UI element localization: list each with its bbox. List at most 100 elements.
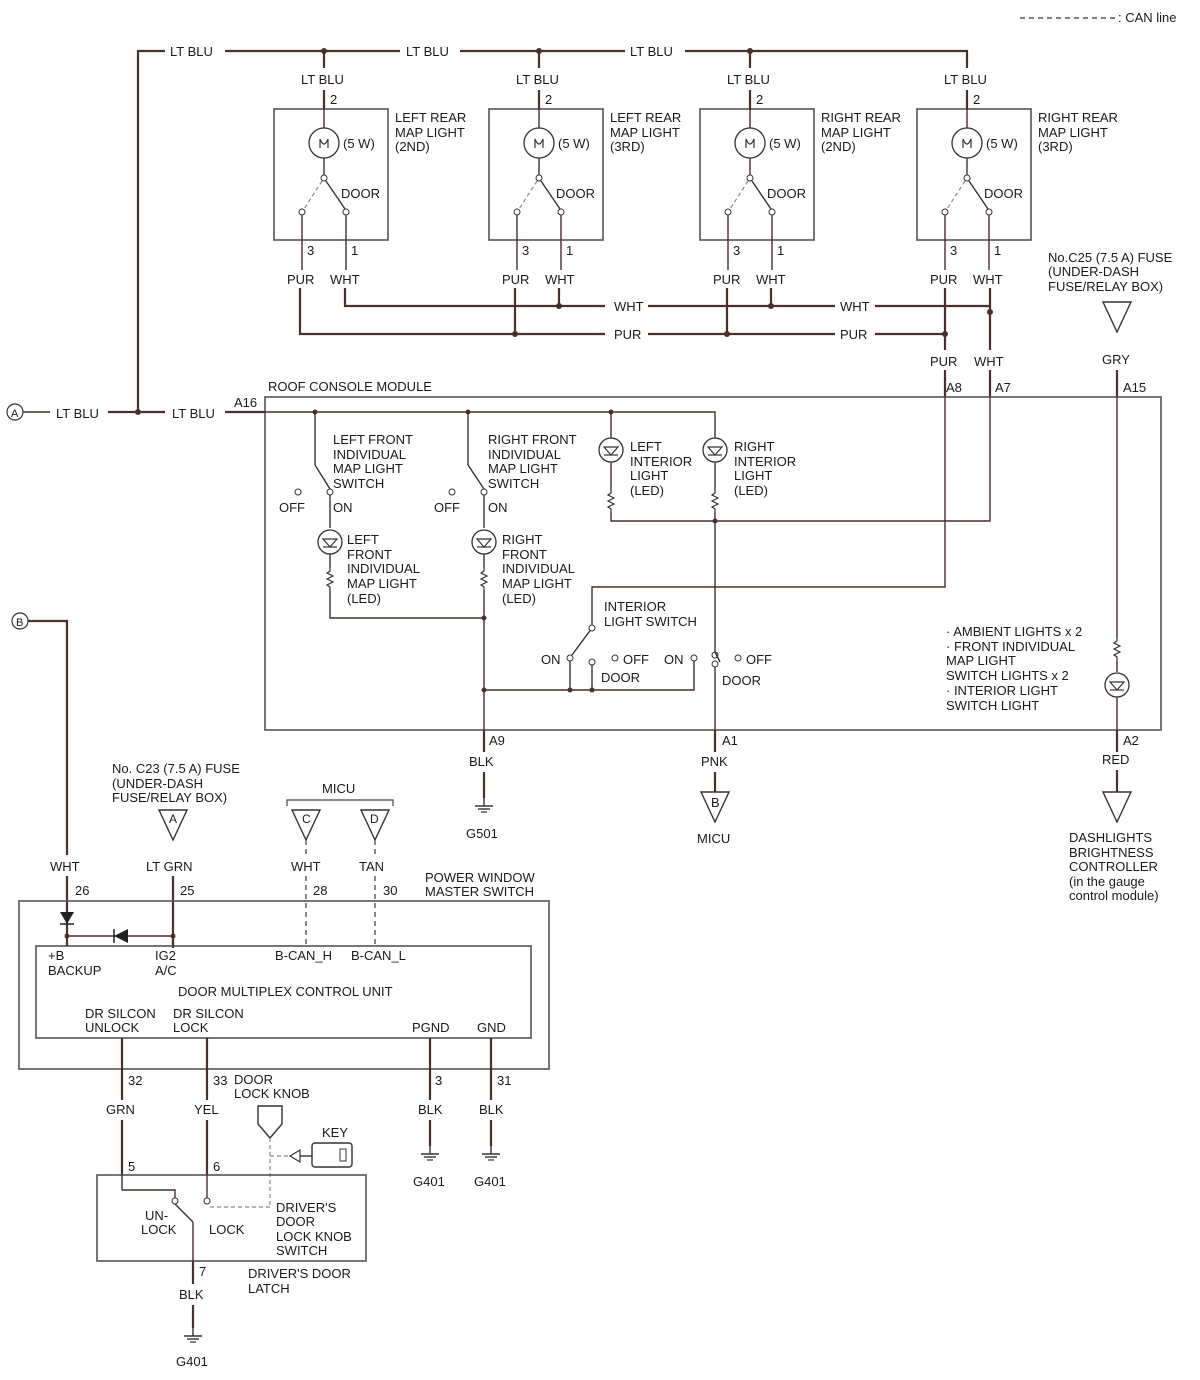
svg-text:MAP LIGHT: MAP LIGHT	[502, 576, 572, 591]
svg-text:G401: G401	[176, 1354, 208, 1369]
svg-text:DOOR: DOOR	[722, 673, 761, 688]
svg-text:2: 2	[756, 92, 763, 107]
svg-text:2: 2	[973, 92, 980, 107]
svg-text:WHT: WHT	[756, 272, 786, 287]
svg-text:DRIVER'S DOOR: DRIVER'S DOOR	[248, 1266, 351, 1281]
svg-text:DOOR: DOOR	[276, 1214, 315, 1229]
svg-text:B-CAN_L: B-CAN_L	[351, 948, 406, 963]
svg-text:(5 W): (5 W)	[986, 136, 1018, 151]
svg-text:LOCK KNOB: LOCK KNOB	[276, 1229, 352, 1244]
svg-text:BRIGHTNESS: BRIGHTNESS	[1069, 845, 1154, 860]
svg-text:LEFT REAR: LEFT REAR	[610, 110, 681, 125]
svg-text:A/C: A/C	[155, 963, 177, 978]
drivers-door-latch: DOOR LOCK KNOB KEY 5 6 UN- LOCK LOCK DRI…	[96, 1072, 367, 1369]
rear-bulb-icon	[951, 127, 983, 159]
svg-text:(LED): (LED)	[734, 483, 768, 498]
svg-text:SWITCH: SWITCH	[276, 1243, 327, 1258]
svg-text:33: 33	[213, 1073, 227, 1088]
connector-a-label: A	[11, 408, 19, 420]
svg-text:· INTERIOR LIGHT: · INTERIOR LIGHT	[946, 683, 1058, 698]
svg-text:(in the gauge: (in the gauge	[1069, 874, 1145, 889]
svg-text:1: 1	[351, 243, 358, 258]
fuse-c23: No. C23 (7.5 A) FUSE (UNDER-DASH FUSE/RE…	[64, 761, 240, 948]
svg-text:(2ND): (2ND)	[821, 139, 856, 154]
svg-text:BACKUP: BACKUP	[48, 963, 101, 978]
svg-text:(LED): (LED)	[347, 591, 381, 606]
svg-text:MAP LIGHT: MAP LIGHT	[610, 125, 680, 140]
svg-text:INDIVIDUAL: INDIVIDUAL	[488, 447, 561, 462]
svg-text:FUSE/RELAY BOX): FUSE/RELAY BOX)	[112, 790, 227, 805]
interior-lights: LEFT INTERIOR LIGHT (LED) RIGHT INTERIOR…	[598, 398, 991, 652]
svg-text:WHT: WHT	[545, 272, 575, 287]
svg-text:LOCK: LOCK	[173, 1020, 209, 1035]
lf-switch-on: ON	[333, 500, 353, 515]
svg-text:RIGHT REAR: RIGHT REAR	[1038, 110, 1118, 125]
can-line-legend-label: : CAN line	[1118, 10, 1177, 25]
svg-text:KEY: KEY	[322, 1125, 348, 1140]
svg-text:G401: G401	[413, 1174, 445, 1189]
lock-knob-icon	[257, 1105, 283, 1140]
ground-g401-pgnd-icon	[420, 1145, 440, 1161]
svg-text:FRONT: FRONT	[347, 547, 392, 562]
svg-text:PUR: PUR	[502, 272, 529, 287]
rear-bulb-icon	[734, 127, 766, 159]
svg-text:(UNDER-DASH: (UNDER-DASH	[112, 776, 203, 791]
svg-text:SWITCH: SWITCH	[333, 476, 384, 491]
svg-text:26: 26	[75, 883, 89, 898]
svg-text:DOOR: DOOR	[234, 1072, 273, 1087]
svg-text:(5 W): (5 W)	[343, 136, 375, 151]
pin-a16: A16	[234, 395, 257, 410]
svg-text:LIGHT: LIGHT	[630, 468, 668, 483]
rf-map-switch: OFF ON RIGHT FRONT INDIVIDUAL MAP LIGHT …	[434, 432, 577, 730]
rear-map-light-box	[273, 108, 389, 241]
svg-text:INDIVIDUAL: INDIVIDUAL	[333, 447, 406, 462]
svg-text:WHT: WHT	[291, 859, 321, 874]
svg-text:2: 2	[330, 92, 337, 107]
svg-text:FRONT: FRONT	[502, 547, 547, 562]
rear-map-light-box	[488, 108, 604, 241]
ground-g501-label: G501	[466, 826, 498, 841]
svg-text:SWITCH: SWITCH	[488, 476, 539, 491]
left-interior-led-icon	[598, 437, 624, 463]
svg-text:WHT: WHT	[973, 272, 1003, 287]
rear-map-light-box	[916, 108, 1032, 241]
svg-text:PGND: PGND	[412, 1020, 450, 1035]
svg-text:31: 31	[497, 1073, 511, 1088]
micu-cd: MICU C D WHT 28 TAN 30	[286, 781, 397, 948]
svg-text:LOCK: LOCK	[141, 1222, 177, 1237]
pin-a15: A15	[1123, 380, 1146, 395]
micu-label-cd: MICU	[322, 781, 355, 796]
micu-b-letter: B	[711, 795, 720, 810]
wire-label-lt-blu-a: LT BLU	[56, 406, 99, 421]
wire-label-pnk: PNK	[701, 754, 728, 769]
rear-map-light-box	[699, 108, 815, 241]
svg-text:LEFT REAR: LEFT REAR	[395, 110, 466, 125]
svg-text:B-CAN_H: B-CAN_H	[275, 948, 332, 963]
svg-text:DOOR: DOOR	[984, 186, 1023, 201]
fuse-c25-label-1: No.C25 (7.5 A) FUSE	[1048, 250, 1173, 265]
pin-a8: A8	[946, 380, 962, 395]
svg-text:DASHLIGHTS: DASHLIGHTS	[1069, 830, 1152, 845]
pin-a1: A1	[722, 733, 738, 748]
roof-outputs: BLK G501 PNK B MICU RED DASHLIGHTS BRIGH…	[466, 730, 1159, 903]
svg-text:MASTER SWITCH: MASTER SWITCH	[425, 884, 534, 899]
svg-text:30: 30	[383, 883, 397, 898]
svg-text:(5 W): (5 W)	[558, 136, 590, 151]
svg-text:SWITCH LIGHTS x 2: SWITCH LIGHTS x 2	[946, 668, 1069, 683]
fuse-c25-label-3: FUSE/RELAY BOX)	[1048, 279, 1163, 294]
roof-console-module: ROOF CONSOLE MODULE A8 A7 A15 A16 A LT B…	[6, 379, 1162, 748]
rear-wire-label-lt-blu: LT BLU	[944, 72, 987, 87]
svg-text:IG2: IG2	[155, 948, 176, 963]
interior-light-switch: INTERIOR LIGHT SWITCH ON OFF DOOR ON OFF…	[484, 398, 946, 730]
right-interior-led-icon	[702, 437, 728, 463]
wire-label-lt-blu-b: LT BLU	[172, 406, 215, 421]
wire-label-wht-a7: WHT	[974, 354, 1004, 369]
svg-text:1: 1	[994, 243, 1001, 258]
svg-text:INDIVIDUAL: INDIVIDUAL	[347, 561, 420, 576]
wire-label-lt-blu-1: LT BLU	[170, 44, 213, 59]
rear-bulb-icon	[523, 127, 555, 159]
wire-label-lt-blu-3: LT BLU	[630, 44, 673, 59]
roof-console-title: ROOF CONSOLE MODULE	[268, 379, 432, 394]
